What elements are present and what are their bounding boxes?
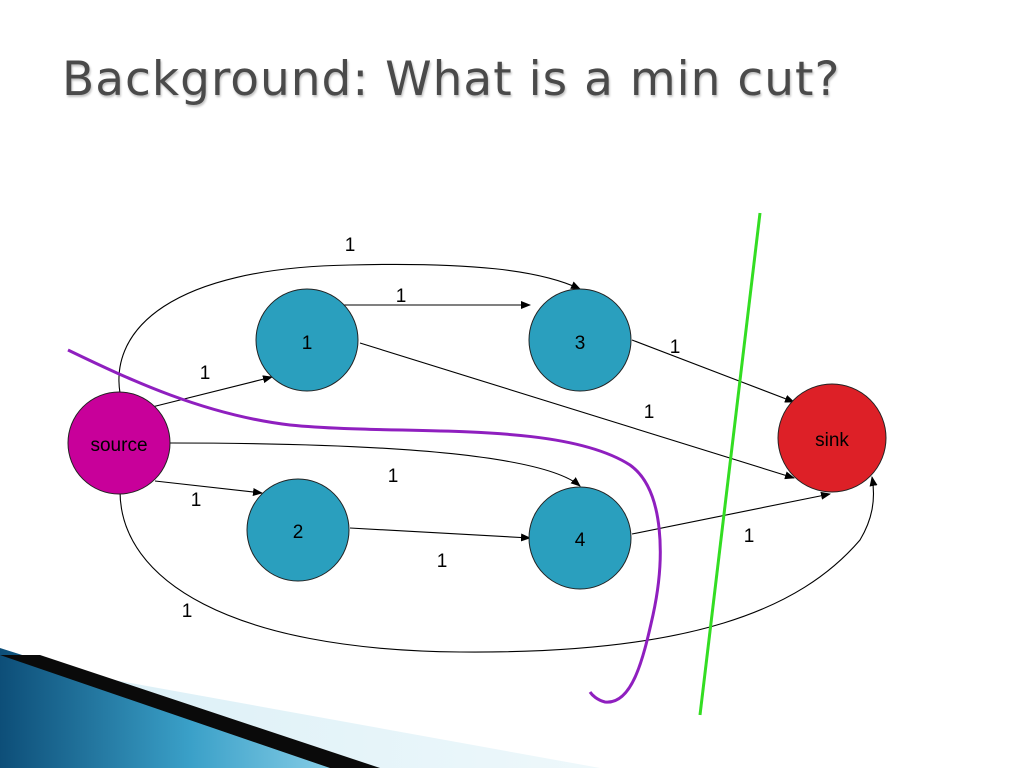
node-1: 1 [255, 288, 359, 392]
node-sink: sink [777, 383, 887, 493]
node-source: source [67, 391, 171, 495]
capacity-label-source-to-4: 1 [388, 466, 399, 487]
node-3-label: 3 [575, 333, 586, 354]
capacity-label-source-to-3: 1 [345, 235, 356, 256]
edge-source-to-1 [151, 375, 273, 408]
edge-2-to-4 [349, 527, 531, 542]
edge-source-to-3 [118, 263, 581, 394]
node-4: 4 [528, 486, 632, 590]
purple-cut-curve [67, 348, 662, 704]
edge-3-to-sink [631, 339, 795, 403]
edge-source-to-sink [119, 476, 878, 653]
slide-title: Background: What is a min cut? [62, 52, 841, 107]
capacity-label-2-to-4: 1 [437, 551, 448, 572]
node-2-label: 2 [293, 522, 304, 543]
capacity-label-3-to-sink: 1 [670, 337, 681, 358]
node-3: 3 [528, 288, 632, 392]
capacity-label-source-to-sink: 1 [182, 601, 193, 622]
capacity-label-4-to-sink: 1 [744, 526, 755, 547]
capacity-label-source-to-2: 1 [191, 490, 202, 511]
node-source-label: source [90, 435, 147, 456]
capacity-label-source-to-1: 1 [200, 363, 211, 384]
edge-source-to-2 [154, 480, 263, 496]
node-1-label: 1 [302, 333, 313, 354]
green-cut-line [698, 212, 762, 716]
corner-banner-decoration [0, 648, 600, 768]
edge-source-to-4 [169, 442, 581, 487]
capacity-label-1-to-sink: 1 [644, 402, 655, 423]
capacity-label-1-to-3: 1 [396, 286, 407, 307]
node-sink-label: sink [815, 430, 849, 451]
node-2: 2 [246, 478, 350, 582]
edge-4-to-sink [631, 491, 831, 535]
node-4-label: 4 [575, 530, 586, 551]
edge-1-to-sink [359, 342, 795, 480]
